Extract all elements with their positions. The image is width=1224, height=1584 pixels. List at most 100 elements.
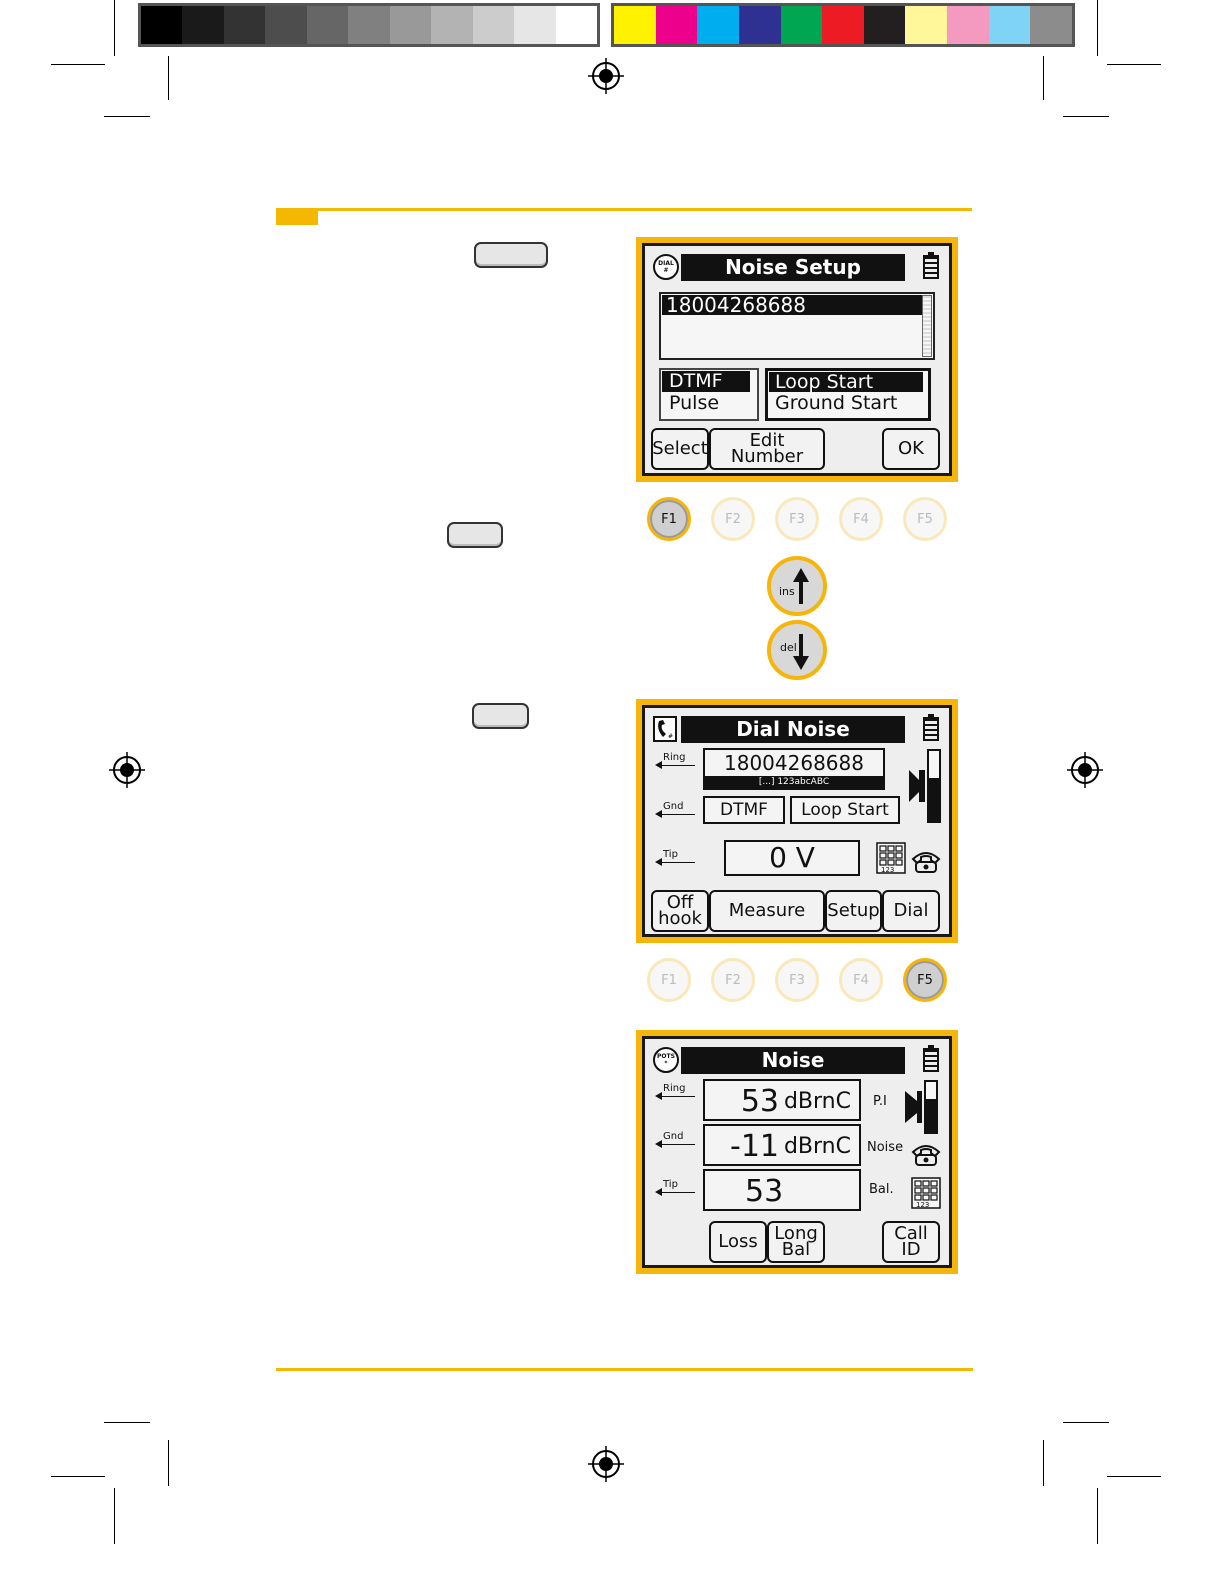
start-type-loop[interactable]: Loop Start (769, 372, 923, 392)
edit-number-softkey[interactable]: Edit Number (709, 428, 825, 470)
call-id-softkey[interactable]: Call ID (882, 1221, 940, 1263)
keypad-icon[interactable] (876, 842, 906, 874)
registration-mark-bottom (588, 1446, 624, 1482)
selected-number[interactable]: 18004268688 (662, 295, 922, 315)
lead-tip: Tip (655, 850, 699, 866)
dial-softkey[interactable]: Dial (882, 890, 940, 932)
color-swatch (822, 6, 864, 44)
lead-gnd: Gnd (655, 1132, 699, 1148)
gray-swatch (514, 6, 556, 44)
dial-type-list[interactable]: DTMF Pulse (659, 368, 759, 421)
long-bal-softkey[interactable]: Long Bal (767, 1221, 825, 1263)
gray-swatch (348, 6, 390, 44)
battery-icon (923, 252, 939, 279)
color-swatch (863, 6, 906, 44)
header-rule (276, 208, 972, 211)
registration-mark-right (1067, 752, 1103, 788)
f1-key[interactable]: F1 (647, 497, 691, 541)
registration-mark-left (109, 752, 145, 788)
gray-swatch (141, 6, 183, 44)
reading-value: 53 (745, 1174, 784, 1209)
noise-setup-screen: DIAL# Noise Setup 18004268688 DTMF Pulse… (636, 237, 958, 482)
pi-reading: 53 dBrnC (703, 1079, 861, 1121)
phone-hash-icon: # (653, 716, 677, 742)
footer-rule (276, 1368, 973, 1371)
down-arrow-del-key[interactable]: del (767, 620, 827, 680)
dial-type-pulse[interactable]: Pulse (669, 392, 720, 414)
setup-softkey[interactable]: Setup (825, 890, 882, 932)
keypad-label: 123 (881, 866, 895, 874)
up-arrow-ins-key[interactable]: ins (767, 556, 827, 616)
telephone-icon[interactable] (911, 850, 941, 874)
select-softkey[interactable]: Select (651, 428, 709, 470)
measure-softkey[interactable]: Measure (709, 890, 825, 932)
f4-key[interactable]: F4 (839, 958, 883, 1002)
phone-number-field[interactable]: 18004268688 [...] 123abcABC (703, 748, 885, 790)
start-type-list[interactable]: Loop Start Ground Start (765, 368, 931, 421)
f5-key[interactable]: F5 (903, 497, 947, 541)
noise-results-screen: POTS* Noise Ring Gnd Tip 53 dBrnC -11 dB… (636, 1030, 958, 1274)
keypad-icon[interactable] (911, 1177, 941, 1209)
lead-ring: Ring (655, 1084, 699, 1100)
f4-key[interactable]: F4 (839, 497, 883, 541)
inline-key-graphic (472, 703, 529, 729)
f2-key[interactable]: F2 (711, 958, 755, 1002)
inline-key-graphic (474, 242, 548, 268)
inline-key-graphic (447, 522, 503, 548)
off-hook-softkey[interactable]: Off hook (651, 890, 709, 932)
softkey-line: Call (894, 1223, 928, 1244)
dial-mode-icon: DIAL# (653, 254, 679, 280)
down-arrow-icon (793, 634, 809, 670)
f3-key[interactable]: F3 (775, 958, 819, 1002)
telephone-icon[interactable] (911, 1143, 941, 1167)
softkey-line: ID (901, 1239, 921, 1260)
battery-icon (923, 714, 939, 741)
f1-key[interactable]: F1 (647, 958, 691, 1002)
screen-title: Noise Setup (681, 254, 905, 281)
gray-swatch (389, 6, 432, 44)
start-type-ground[interactable]: Ground Start (775, 392, 898, 414)
lead-ring: Ring (655, 753, 699, 769)
ok-softkey[interactable]: OK (882, 428, 940, 470)
screen-title: Noise (681, 1047, 905, 1074)
gray-swatch (182, 6, 224, 44)
noise-reading: -11 dBrnC (703, 1124, 861, 1166)
color-swatch (738, 6, 781, 44)
header-tab (276, 208, 318, 225)
ins-label: ins (779, 585, 795, 598)
registration-mark-top (588, 58, 624, 94)
balance-label: Bal. (869, 1182, 894, 1197)
softkey-line: Edit (749, 430, 785, 451)
voltage-readout: 0 V (724, 840, 860, 876)
f5-key[interactable]: F5 (903, 958, 947, 1002)
screen-title: Dial Noise (681, 716, 905, 743)
color-swatch (780, 6, 823, 44)
f3-key[interactable]: F3 (775, 497, 819, 541)
softkey-line: Long (774, 1223, 818, 1244)
dial-type-dtmf[interactable]: DTMF (662, 371, 750, 392)
up-arrow-icon (793, 568, 809, 604)
gray-swatch (472, 6, 515, 44)
lead-tip: Tip (655, 1180, 699, 1196)
loss-softkey[interactable]: Loss (709, 1221, 767, 1263)
softkey-line: Off (666, 892, 694, 913)
color-swatch (697, 6, 739, 44)
start-type-field: Loop Start (790, 796, 900, 824)
pi-label: P.I (873, 1094, 887, 1109)
gray-swatch (223, 6, 266, 44)
reading-unit: dBrnC (783, 1089, 851, 1114)
pots-mode-icon: POTS* (653, 1047, 679, 1073)
f2-key[interactable]: F2 (711, 497, 755, 541)
color-swatch (947, 6, 989, 44)
grayscale-color-bar (138, 3, 600, 47)
color-swatch (655, 6, 698, 44)
list-scrollbar[interactable] (922, 295, 932, 357)
softkey-line: hook (658, 908, 702, 929)
keypad-label: 123 (916, 1201, 930, 1209)
gray-swatch (265, 6, 307, 44)
gray-swatch (555, 6, 597, 44)
phone-number-value: 18004268688 (724, 751, 864, 775)
svg-text:#: # (668, 733, 673, 740)
speaker-level-icon (905, 1080, 938, 1134)
number-list[interactable]: 18004268688 (659, 292, 935, 360)
